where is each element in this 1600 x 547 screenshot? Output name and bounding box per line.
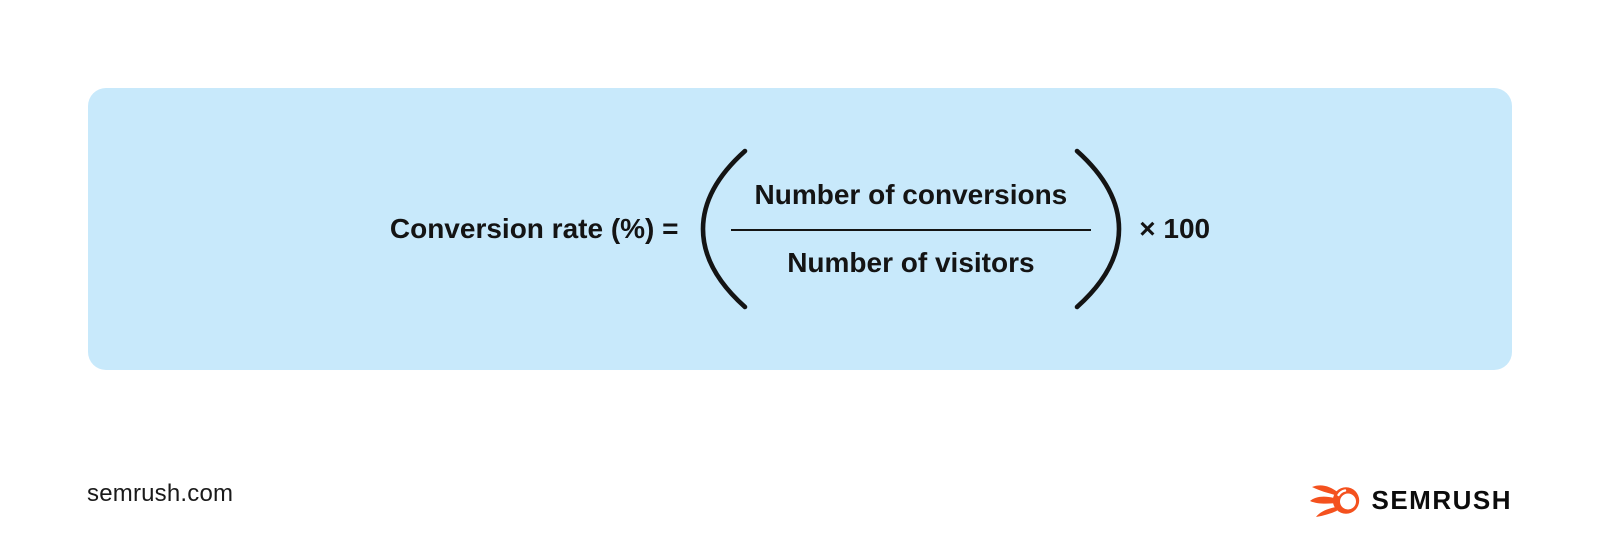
semrush-logo: SEMRUSH [1310,482,1512,519]
fraction-numerator: Number of conversions [754,178,1068,210]
left-parenthesis [699,146,749,312]
formula-lhs: Conversion rate (%) = [389,212,679,244]
website-url: semrush.com [87,480,234,507]
semrush-logo-text: SEMRUSH [1371,485,1512,515]
conversion-rate-formula: Conversion rate (%) = Number of conversi… [390,146,1210,312]
semrush-comet-icon [1310,482,1362,519]
fraction-bar [730,229,1092,231]
fraction: Number of conversions Number of visitors [730,178,1092,279]
fraction-denominator: Number of visitors [787,247,1035,278]
right-parenthesis [1073,146,1123,312]
formula-multiplier: × 100 [1139,212,1211,244]
formula-panel: Conversion rate (%) = Number of conversi… [88,88,1512,370]
